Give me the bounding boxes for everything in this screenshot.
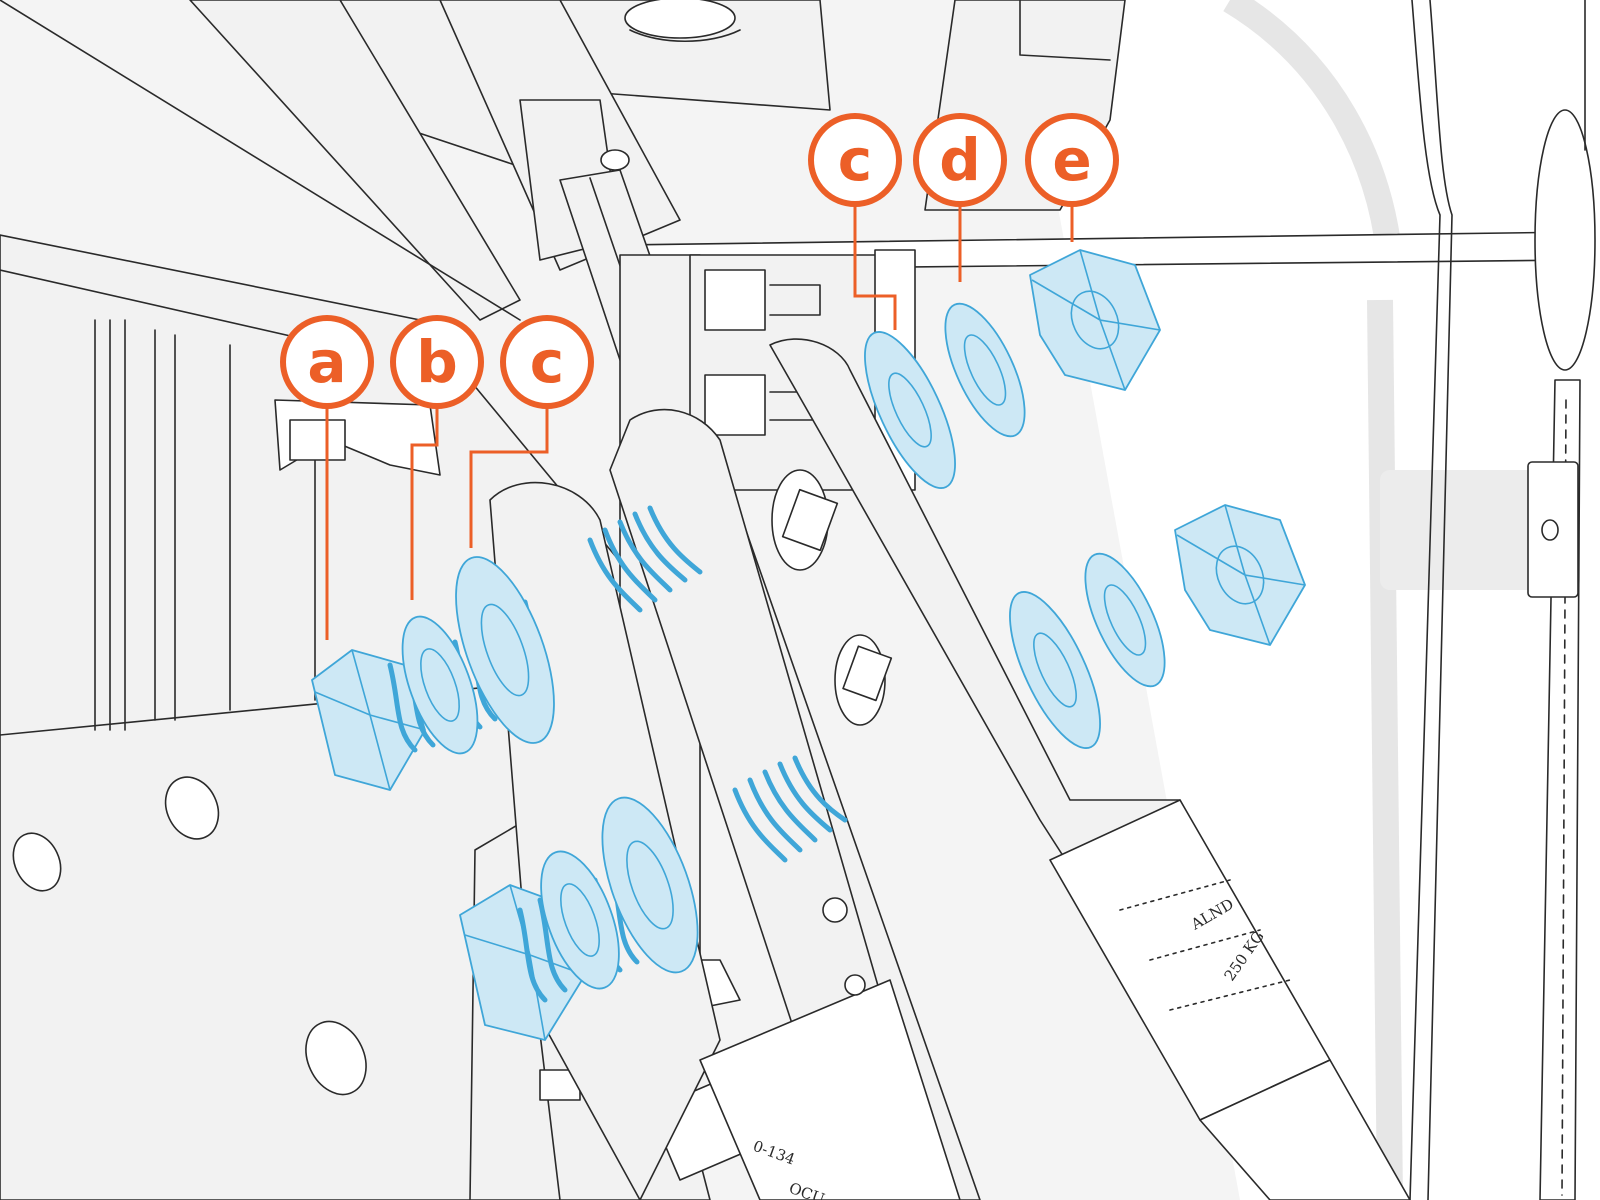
callout-b: b xyxy=(390,315,484,409)
callout-e: e xyxy=(1025,113,1119,207)
callout-letter-a: a xyxy=(307,328,346,396)
callout-a: a xyxy=(280,315,374,409)
flat-washer-lower xyxy=(601,796,699,974)
callout-leaders xyxy=(325,200,1074,640)
callout-letter-c-right: c xyxy=(838,126,872,194)
flat-washer-right-upper xyxy=(864,331,956,489)
lock-washer-left xyxy=(401,615,479,755)
leader-b xyxy=(410,400,439,600)
lock-washer-lower xyxy=(540,850,620,990)
callout-c-left: c xyxy=(500,315,594,409)
callout-d: d xyxy=(913,113,1007,207)
leader-c-left xyxy=(469,400,549,548)
callout-letter-e: e xyxy=(1052,126,1091,194)
hex-nut-right-upper xyxy=(1029,249,1161,391)
flat-washer-right-lower xyxy=(1009,591,1101,749)
callout-c-right: c xyxy=(808,113,902,207)
hex-bolt-left xyxy=(311,649,426,791)
lock-washer-right-lower xyxy=(1084,552,1166,688)
callout-letter-b: b xyxy=(416,328,458,396)
threaded-rod-upper xyxy=(587,505,703,613)
lock-washer-right-upper xyxy=(944,302,1026,438)
callout-letter-c-left: c xyxy=(530,328,564,396)
callout-letter-d: d xyxy=(939,126,981,194)
hex-nut-right-lower xyxy=(1174,504,1306,646)
flat-washer-left xyxy=(455,556,555,744)
highlighted-hardware xyxy=(311,249,1306,1041)
threaded-rod-middle xyxy=(732,755,848,863)
leader-c-right xyxy=(853,200,897,330)
